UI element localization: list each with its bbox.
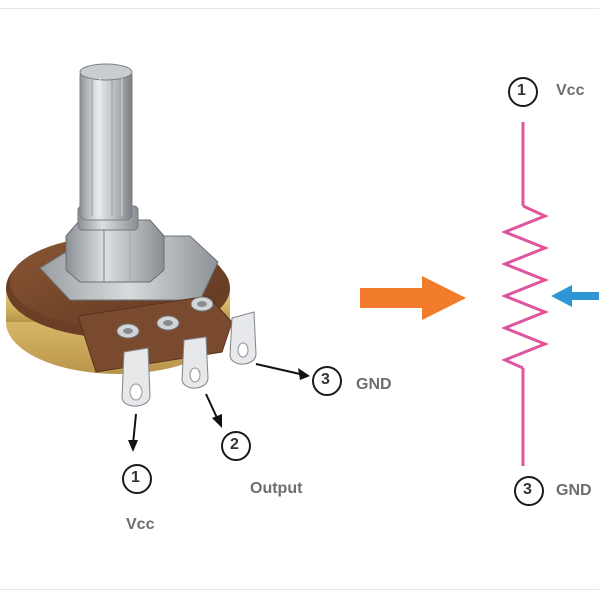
resistor-schematic-symbol bbox=[500, 122, 550, 466]
output-label: Output bbox=[250, 480, 303, 497]
top-divider bbox=[0, 8, 599, 9]
potentiometer-icon bbox=[6, 63, 257, 407]
pin-number-circles bbox=[122, 366, 342, 494]
gnd-label: GND bbox=[356, 376, 392, 393]
pin-1-terminal bbox=[121, 347, 151, 407]
schematic-gnd-label: GND bbox=[556, 482, 592, 499]
bottom-divider bbox=[0, 589, 599, 590]
schematic-pin-1-number: 1 bbox=[517, 82, 526, 99]
pin-2-number: 2 bbox=[230, 436, 239, 453]
blue-arrow-left-icon bbox=[551, 285, 599, 307]
pin-3-number: 3 bbox=[321, 371, 330, 388]
pin-3-terminal bbox=[229, 311, 257, 365]
pin-2-terminal bbox=[181, 336, 209, 389]
schematic-pin-circles bbox=[508, 77, 544, 506]
pin-leader-arrows bbox=[128, 363, 310, 452]
vcc-label: Vcc bbox=[126, 516, 155, 533]
schematic-vcc-label: Vcc bbox=[556, 82, 585, 99]
schematic-pin-3-number: 3 bbox=[523, 481, 532, 498]
orange-arrow-right-icon bbox=[360, 276, 466, 320]
pin-1-number: 1 bbox=[131, 469, 140, 486]
